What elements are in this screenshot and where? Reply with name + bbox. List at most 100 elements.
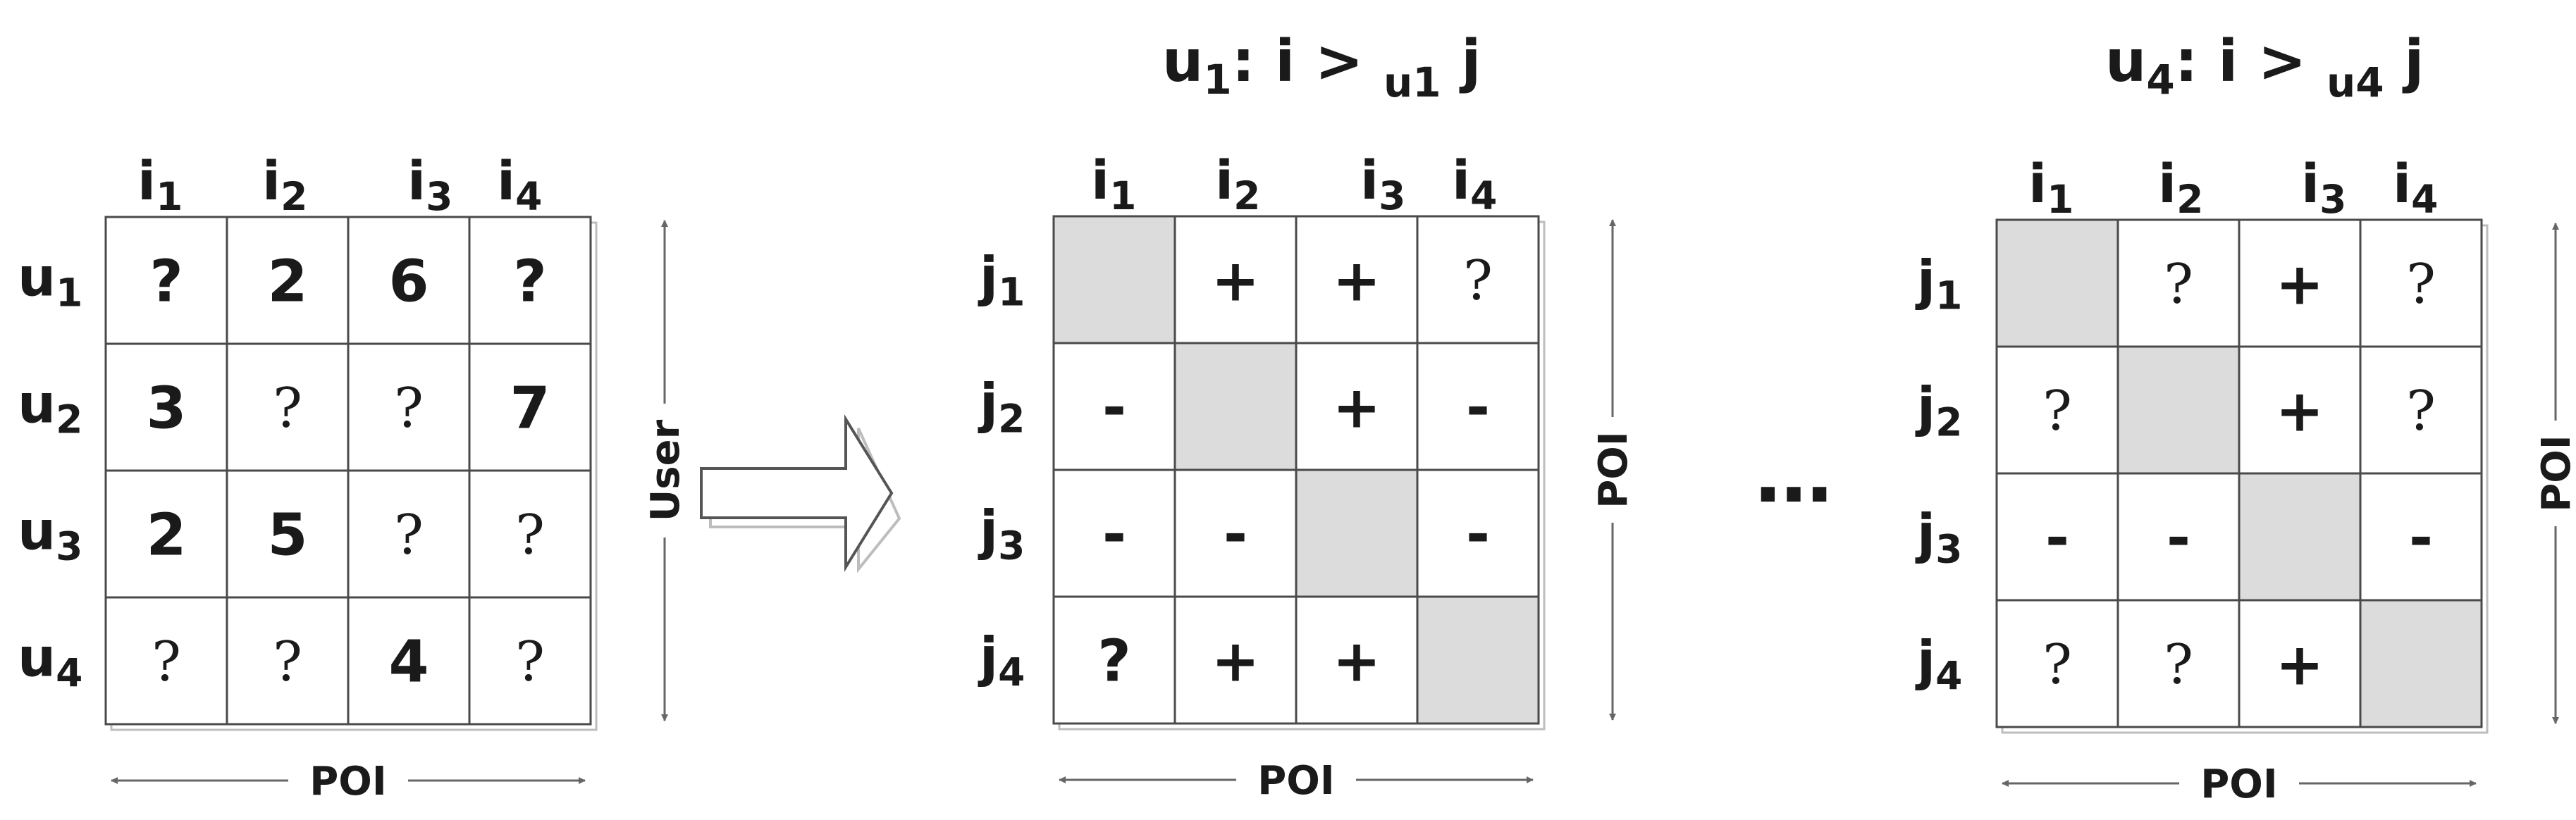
matrix-cell: ? bbox=[468, 596, 592, 726]
matrix-cell: - bbox=[2116, 472, 2241, 602]
cell-value: 2 bbox=[146, 502, 186, 569]
column-header: i3 bbox=[407, 149, 452, 219]
matrix-cell: + bbox=[2238, 218, 2362, 348]
cell-value: ? bbox=[513, 249, 547, 316]
svg-text:i4: i4 bbox=[2393, 152, 2438, 222]
matrix-cell: ? bbox=[2359, 218, 2483, 348]
cell-value: + bbox=[1212, 628, 1260, 695]
svg-text:u4: i > u4 j: u4: i > u4 j bbox=[2105, 28, 2424, 106]
column-header: i4 bbox=[497, 149, 542, 219]
transform-arrow bbox=[700, 414, 901, 573]
y-axis-label: POI bbox=[1591, 431, 1637, 508]
matrix-cell bbox=[2116, 345, 2241, 475]
cell-value: + bbox=[2276, 378, 2324, 445]
row-header: u1 bbox=[18, 246, 82, 316]
cell-value: ? bbox=[2164, 253, 2193, 316]
cell-value: 4 bbox=[388, 629, 429, 696]
cell-value: + bbox=[2276, 251, 2324, 318]
cell-value: ? bbox=[515, 630, 545, 694]
matrix-cell: + bbox=[1173, 595, 1298, 725]
matrix-cell: + bbox=[1295, 215, 1419, 344]
svg-text:u1: u1 bbox=[18, 246, 82, 316]
matrix-cell: ? bbox=[347, 342, 471, 472]
row-header: j1 bbox=[1915, 249, 1962, 318]
column-header: i4 bbox=[1452, 149, 1497, 218]
matrix-cell: - bbox=[1052, 468, 1176, 598]
cell-value: ? bbox=[2164, 633, 2193, 697]
matrix-cell: ? bbox=[226, 342, 350, 472]
matrix-cell: ? bbox=[104, 596, 228, 726]
svg-text:j4: j4 bbox=[978, 626, 1025, 695]
matrix-cell: + bbox=[1295, 342, 1419, 471]
cell-value: ? bbox=[273, 630, 302, 694]
svg-text:i1: i1 bbox=[1091, 149, 1136, 218]
x-axis-label: POI bbox=[309, 759, 386, 805]
cell-value: ? bbox=[149, 249, 183, 316]
svg-text:j3: j3 bbox=[978, 499, 1025, 569]
matrix-cell: ? bbox=[468, 216, 592, 345]
cell-value: - bbox=[2167, 505, 2190, 572]
svg-text:i1: i1 bbox=[137, 149, 183, 219]
cell-value: ? bbox=[2406, 380, 2436, 443]
column-header: i1 bbox=[137, 149, 183, 219]
x-axis-label: POI bbox=[1257, 758, 1334, 804]
matrix-cell: ? bbox=[2116, 599, 2241, 728]
matrix-cell: ? bbox=[1416, 215, 1540, 344]
matrix-cell bbox=[1295, 468, 1419, 598]
svg-text:i1: i1 bbox=[2028, 152, 2073, 222]
cell-value: ? bbox=[152, 630, 181, 694]
svg-text:u1: i > u1 j: u1: i > u1 j bbox=[1162, 28, 1481, 106]
svg-text:u3: u3 bbox=[18, 499, 82, 569]
matrix-cell: ? bbox=[2359, 345, 2483, 475]
matrix-cell bbox=[2359, 599, 2483, 728]
cell-value: 2 bbox=[267, 249, 307, 316]
matrix-cell: + bbox=[1173, 215, 1298, 344]
row-header: j3 bbox=[978, 499, 1025, 569]
y-axis-label: User bbox=[643, 419, 689, 521]
svg-text:j1: j1 bbox=[978, 245, 1025, 315]
row-header: j4 bbox=[978, 626, 1025, 695]
cell-value: - bbox=[1102, 375, 1126, 442]
cell-value: ? bbox=[2406, 253, 2436, 316]
cell-value: - bbox=[1224, 502, 1247, 569]
matrix-cell: ? bbox=[1995, 345, 2119, 475]
matrix-cell: - bbox=[1416, 342, 1540, 471]
svg-text:i2: i2 bbox=[262, 149, 307, 219]
column-header: i3 bbox=[1360, 149, 1405, 218]
cell-value: + bbox=[1333, 375, 1381, 442]
cell-value: 6 bbox=[388, 249, 429, 316]
column-header: i2 bbox=[1215, 149, 1260, 218]
cell-value: ? bbox=[515, 504, 545, 567]
matrix-cell: 2 bbox=[226, 216, 350, 345]
matrix-cell: 5 bbox=[226, 469, 350, 599]
x-axis-label: POI bbox=[2200, 762, 2277, 807]
row-header: j2 bbox=[1915, 375, 1962, 445]
cell-value: - bbox=[1102, 502, 1126, 569]
svg-text:i4: i4 bbox=[1452, 149, 1497, 218]
cell-value: - bbox=[1466, 375, 1490, 442]
svg-text:j2: j2 bbox=[978, 372, 1025, 442]
svg-text:i3: i3 bbox=[407, 149, 452, 219]
row-header: u4 bbox=[18, 626, 82, 696]
matrix-title: u1: i > u1 j bbox=[1162, 28, 1481, 106]
svg-text:i4: i4 bbox=[497, 149, 542, 219]
matrix-cell: ? bbox=[104, 216, 228, 345]
row-header: j3 bbox=[1915, 502, 1962, 572]
ellipsis: … bbox=[1755, 430, 1832, 520]
svg-text:j2: j2 bbox=[1915, 375, 1962, 445]
matrix-cell: - bbox=[2359, 472, 2483, 602]
cell-value: + bbox=[1212, 248, 1260, 315]
matrix-cell: ? bbox=[1052, 595, 1176, 725]
matrix-cell: - bbox=[1416, 468, 1540, 598]
row-header: j2 bbox=[978, 372, 1025, 442]
svg-text:j3: j3 bbox=[1915, 502, 1962, 572]
svg-text:j4: j4 bbox=[1915, 629, 1962, 699]
svg-text:u2: u2 bbox=[18, 373, 82, 442]
matrix-cell: ? bbox=[226, 596, 350, 726]
matrix-cell: 4 bbox=[347, 596, 471, 726]
matrix-cell: ? bbox=[1995, 599, 2119, 728]
matrix-cell: + bbox=[1295, 595, 1419, 725]
matrix-cell: ? bbox=[2116, 218, 2241, 348]
